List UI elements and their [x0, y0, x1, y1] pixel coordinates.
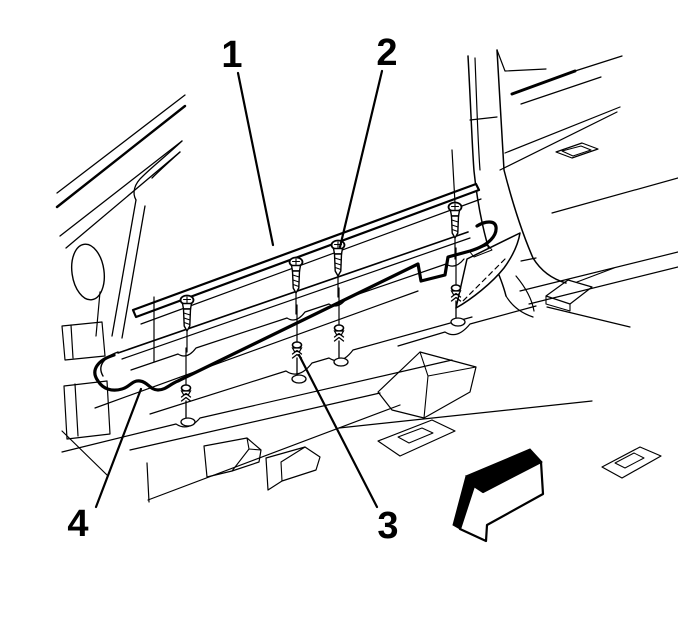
retainer-clip	[180, 347, 196, 427]
screw-fastener	[288, 256, 304, 315]
floor-pan-lines	[61, 251, 678, 501]
front-of-vehicle-arrow	[452, 448, 545, 543]
callout-leader-3	[297, 353, 379, 509]
arrow-front-face	[458, 460, 545, 543]
screw-fastener	[330, 239, 346, 298]
a-pillar-door-frame-lines	[55, 94, 187, 339]
plate-top-strip	[131, 182, 481, 319]
plate-front-edge	[93, 220, 498, 392]
callout-leader-4	[94, 387, 143, 509]
callout-label-3: 3	[377, 505, 398, 547]
door-slot-detail	[555, 142, 599, 159]
trim-flap-triangle	[455, 232, 535, 312]
callout-label-2: 2	[376, 32, 397, 74]
pillar-oval-cutout	[70, 243, 106, 301]
sill-plate	[93, 149, 498, 392]
callout-leader-1	[236, 71, 275, 247]
callout-label-4: 4	[67, 503, 88, 545]
callout-label-1: 1	[221, 34, 242, 76]
b-pillar-body-side	[467, 49, 678, 297]
callouts: 1 2 3 4	[67, 32, 398, 547]
floor-brackets	[203, 279, 662, 491]
callout-leader-2	[338, 69, 384, 249]
fasteners	[179, 201, 466, 427]
rocker-panel-lines	[61, 291, 150, 503]
screw-fastener	[447, 201, 463, 260]
screw-fastener	[179, 294, 195, 353]
